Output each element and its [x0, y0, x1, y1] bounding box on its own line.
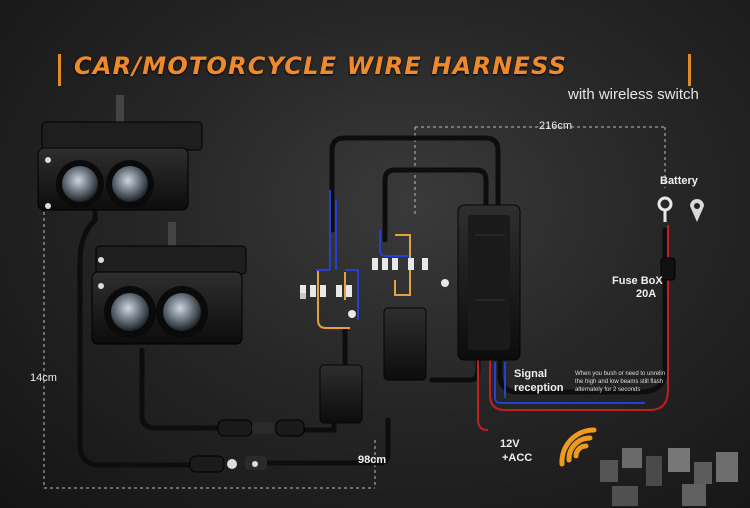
power-label: 12V [500, 438, 520, 450]
page-title: CAR/MOTORCYCLE WIRE HARNESS [74, 52, 568, 80]
battery-terminal-icon [657, 196, 704, 222]
signal-label: Signal [514, 368, 548, 380]
connector-icon [189, 419, 305, 473]
red-acc-wire [477, 360, 489, 431]
reception-label: reception [514, 382, 564, 394]
headlight-module-icon [37, 95, 203, 211]
length-top-label: 216cm [539, 120, 573, 132]
title-bar-right [688, 54, 691, 86]
connector-group-left [300, 190, 359, 329]
receiver-note: When you bush or need to unrelin the hig… [575, 371, 666, 393]
title-bar-left [58, 54, 61, 86]
headlight-module-icon-2 [91, 222, 247, 345]
length-bottom-label: 98cm [358, 454, 387, 466]
fuse-rating-label: 20A [636, 288, 657, 300]
battery-label: Battery [660, 175, 698, 187]
title-block: CAR/MOTORCYCLE WIRE HARNESS [52, 50, 702, 90]
connector-group-right [372, 230, 449, 296]
relay-icon [319, 307, 427, 424]
page-subtitle: with wireless switch [568, 86, 699, 103]
blue-signal-wire [494, 362, 645, 404]
red-power-wire [489, 225, 669, 411]
wireless-signal-icon [559, 427, 597, 467]
fuse-box-label: Fuse BoX [612, 275, 663, 287]
fuse-box-icon [660, 257, 676, 281]
acc-label: +ACC [502, 452, 533, 464]
pixelated-patch [600, 448, 738, 506]
length-left-label: 14cm [30, 372, 57, 384]
controller-module [457, 204, 521, 361]
